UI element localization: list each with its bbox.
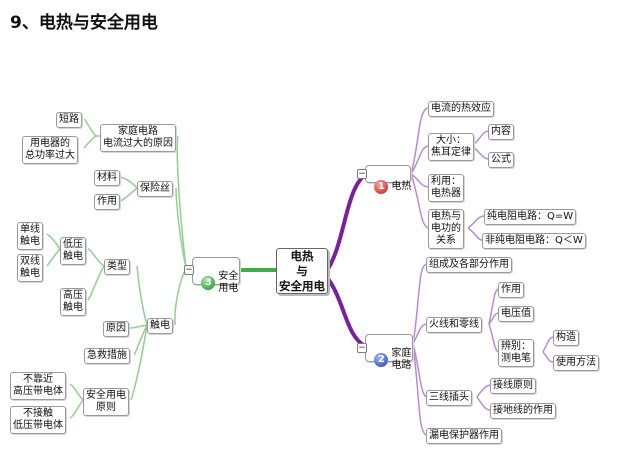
node-first-aid[interactable]: 急救措施 [84,348,130,364]
central-topic[interactable]: 电热 与 安全用电 [276,248,328,294]
branch-1-label: 电热 [391,181,412,192]
node-formula[interactable]: 公式 [488,152,514,168]
branch-3-safe-electricity[interactable]: 3安全 用电 [192,257,240,294]
page-title: 9、电热与安全用电 [10,13,158,33]
node-voltage-value[interactable]: 电压值 [498,306,534,322]
branch-2-label: 家庭 电路 [391,348,412,371]
node-pure-resistance[interactable]: 纯电阻电路：Q=W [484,209,577,225]
number-badge-3: 3 [201,276,216,290]
node-types[interactable]: 类型 [104,259,130,275]
node-size-joule-law[interactable]: 大小： 焦耳定律 [428,133,474,161]
link-central-b1 [324,173,367,274]
collapse-toggle-b2[interactable]: − [357,343,367,353]
node-wiring-principle[interactable]: 接线原则 [490,378,536,394]
node-excessive-current-cause[interactable]: 家庭电路 电流过大的原因 [100,124,176,152]
node-live-neutral[interactable]: 火线和零线 [426,317,482,333]
node-content[interactable]: 内容 [488,124,514,140]
node-ground-wire-role[interactable]: 接地线的作用 [490,403,556,419]
node-electric-shock[interactable]: 触电 [147,318,173,334]
branch-3-label: 安全 用电 [218,271,239,294]
collapse-toggle-b1[interactable]: − [357,169,367,179]
number-badge-2: 2 [374,353,389,367]
node-heating-effect[interactable]: 电流的热效应 [428,101,494,117]
node-use-heater[interactable]: 利用： 电热器 [428,174,464,202]
node-identify-tester[interactable]: 辨别： 测电笔 [498,339,534,367]
node-avoid-high-voltage[interactable]: 不靠近 高压带电体 [10,372,66,400]
collapse-toggle-b3[interactable]: − [184,265,194,275]
branch-2-home-circuit[interactable]: 2家庭 电路 [365,334,413,371]
node-nonpure-resistance[interactable]: 非纯电阻电路：Q＜W [482,233,586,249]
node-function[interactable]: 作用 [498,282,524,298]
node-safety-principles[interactable]: 安全用电 原则 [83,388,129,416]
node-short-circuit[interactable]: 短路 [56,112,82,128]
node-low-voltage-shock[interactable]: 低压 触电 [60,237,86,265]
node-usage[interactable]: 使用方法 [553,355,599,371]
node-structure[interactable]: 构造 [553,330,579,346]
node-total-power-too-high[interactable]: 用电器的 总功率过大 [22,136,78,164]
node-avoid-low-voltage-contact[interactable]: 不接触 低压带电体 [10,406,66,434]
node-single-wire-shock[interactable]: 单线 触电 [17,222,43,250]
node-composition[interactable]: 组成及各部分作用 [426,257,512,273]
node-three-pin-plug[interactable]: 三线插头 [426,390,472,406]
node-double-wire-shock[interactable]: 双线 触电 [17,254,43,282]
node-leakage-protector[interactable]: 漏电保护器作用 [426,428,502,444]
node-fuse-function[interactable]: 作用 [94,194,120,210]
number-badge-1: 1 [374,180,389,194]
node-cause[interactable]: 原因 [103,321,129,337]
node-material[interactable]: 材料 [94,170,120,186]
link-central-b2 [324,274,367,348]
node-fuse[interactable]: 保险丝 [137,181,173,197]
node-high-voltage-shock[interactable]: 高压 触电 [60,288,86,316]
node-heat-work-relation[interactable]: 电热与 电功的 关系 [428,209,464,249]
